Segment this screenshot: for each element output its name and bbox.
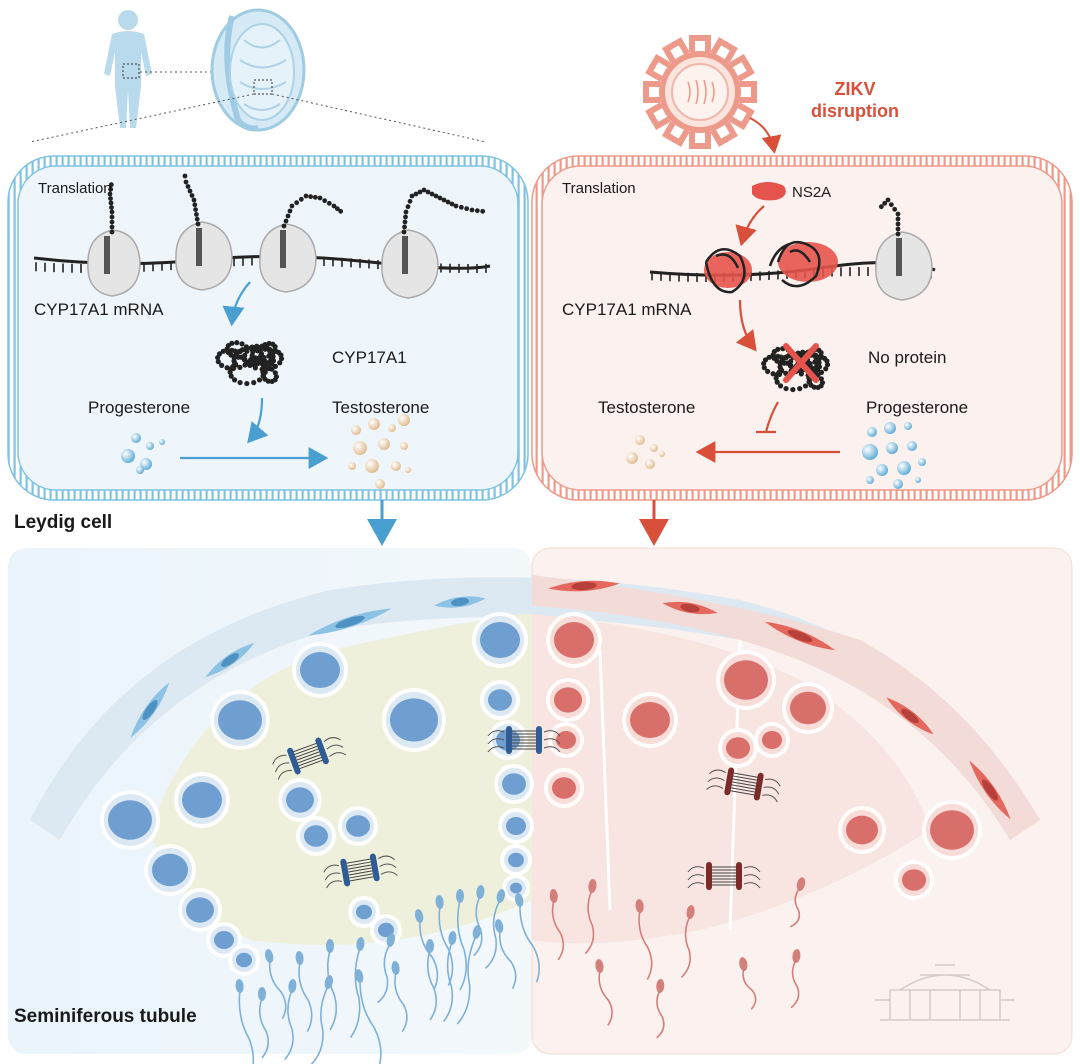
- infected-testosterone-label: Testosterone: [598, 398, 696, 417]
- myoid-cells: [130, 596, 486, 738]
- logo-watermark: [875, 964, 1015, 1021]
- zikv-label: ZIKV disruption: [811, 79, 899, 121]
- virus-icon: [643, 35, 757, 149]
- progesterone-molecules: [121, 433, 165, 474]
- ns2a-protein-icon: [752, 182, 786, 201]
- no-protein-label: No protein: [868, 348, 947, 367]
- ribosome-icon: [381, 229, 439, 299]
- healthy-protein-label: CYP17A1: [332, 348, 407, 367]
- myoid-cells: [548, 580, 1011, 820]
- germ-cells: [544, 612, 982, 900]
- zoom-line: [271, 93, 487, 143]
- cyp17a1-protein-icon: [215, 340, 285, 387]
- testosterone-molecules: [626, 435, 665, 469]
- sperm-cells: [549, 877, 806, 1039]
- healthy-testosterone-label: Testosterone: [332, 398, 430, 417]
- tight-junctions: [272, 726, 781, 890]
- leydig-cell-label: Leydig cell: [14, 512, 113, 533]
- healthy-translation-label: Translation: [38, 180, 112, 197]
- testis-icon: [210, 8, 306, 132]
- healthy-progesterone-label: Progesterone: [88, 398, 191, 417]
- translation-arrow: [222, 281, 251, 327]
- seminiferous-tubule-label: Seminiferous tubule: [14, 1006, 197, 1027]
- infected-translation-label: Translation: [562, 180, 636, 197]
- sperm-cells: [235, 885, 540, 1064]
- ribosome-icon: [87, 229, 141, 297]
- infected-mrna-label: CYP17A1 mRNA: [562, 300, 692, 319]
- ribosome-icon: [875, 231, 933, 301]
- zikv-arrow: [749, 117, 782, 154]
- healthy-mrna-label: CYP17A1 mRNA: [34, 300, 164, 319]
- germ-cells: [100, 612, 534, 976]
- healthy-leydig-cell: [7, 155, 529, 501]
- infected-progesterone-label: Progesterone: [866, 398, 969, 417]
- blocked-cross-icon: [783, 343, 819, 383]
- catalysis-arrow: [247, 397, 269, 444]
- ribosome-icon: [175, 221, 233, 291]
- ns2a-bound-complex: [704, 240, 838, 294]
- translation-arrow: [735, 299, 757, 352]
- inhibition-arrow: [756, 401, 779, 434]
- zoom-line: [29, 93, 255, 143]
- human-figure-icon: [104, 10, 152, 128]
- infected-leydig-cell: [531, 155, 1073, 501]
- testosterone-molecules: [348, 414, 411, 489]
- ribosome-icon: [259, 223, 317, 293]
- ns2a-binding-arrow: [735, 205, 765, 247]
- ns2a-label: NS2A: [792, 184, 832, 201]
- nascent-peptide-chains: [107, 173, 901, 237]
- progesterone-molecules: [862, 422, 926, 489]
